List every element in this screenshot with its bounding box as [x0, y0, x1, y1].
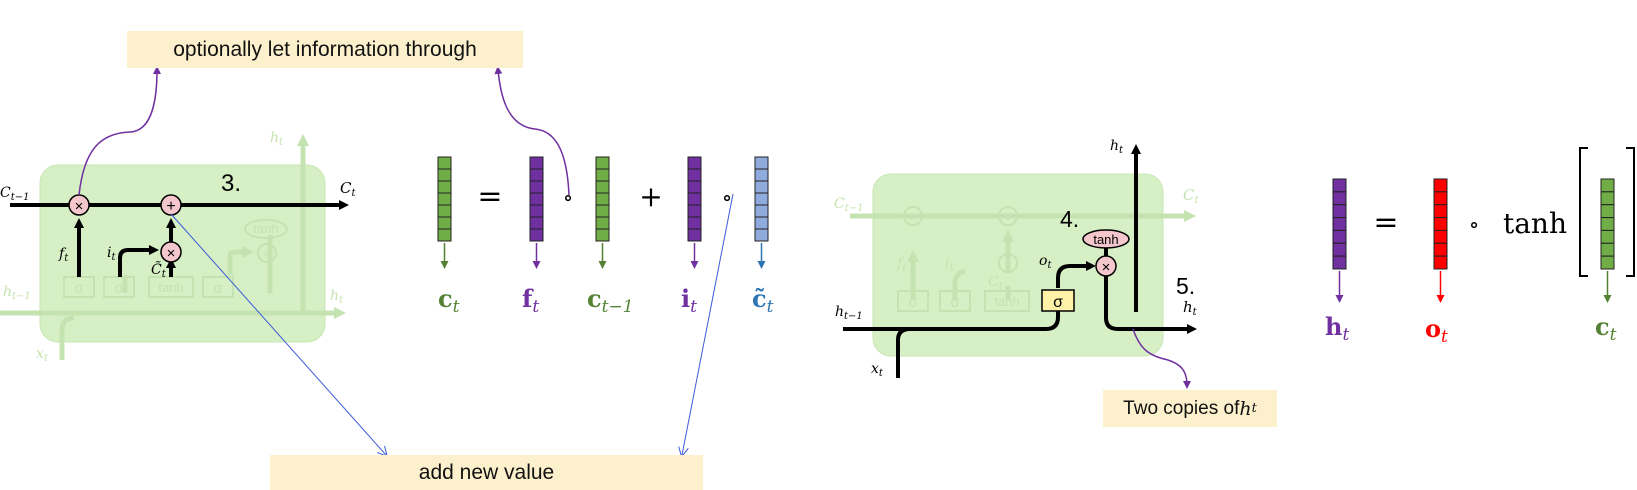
svg-text:×: × — [909, 210, 917, 225]
step-4-label: 4. — [1060, 206, 1079, 232]
cell-1-c-out-label: Ct — [340, 179, 356, 199]
cell-1-input-arrow — [118, 245, 159, 277]
cell-2-o-label: ot — [1039, 253, 1052, 271]
svg-text:=: = — [1373, 205, 1398, 240]
step-3-label: 3. — [221, 170, 241, 197]
svg-text:σ: σ — [1053, 294, 1063, 311]
cell-2-x-in-label: xt — [871, 361, 884, 379]
svg-text:tanh: tanh — [1093, 232, 1118, 247]
callout-add-new-value: add new value — [270, 455, 703, 490]
svg-text:=: = — [477, 179, 502, 214]
cell-2-tanh-node: tanh — [1082, 229, 1130, 249]
cell-1-multiply-input: × — [160, 241, 182, 263]
svg-text:×: × — [167, 245, 176, 262]
eq2-h-t-label: ht — [1325, 312, 1349, 345]
lstm-cell-1: σ σ tanh σ tanh × ht ht ht−1 xt × + × — [0, 130, 356, 364]
svg-text:ft: ft — [896, 256, 907, 274]
equation-cell-update: = ∘ + ∘ ct ft ct−1 it c̃t — [437, 156, 774, 317]
svg-text:Ct: Ct — [988, 274, 1004, 292]
let-through-connector-2 — [494, 66, 570, 196]
svg-text:ht: ht — [270, 130, 284, 148]
cell-2-h-top-label: ht — [1110, 138, 1124, 156]
svg-text:ht: ht — [330, 288, 344, 306]
svg-text:σ: σ — [213, 280, 223, 297]
callout-two-copies-sub: t — [1251, 401, 1257, 416]
eq2-c-t-label: ct — [1595, 312, 1617, 345]
eq1-c-prev-label: ct−1 — [587, 284, 634, 317]
eq1-f-t-label: ft — [522, 284, 539, 317]
svg-text:∘: ∘ — [1469, 213, 1480, 238]
svg-text:tanh: tanh — [253, 221, 278, 236]
cell-2-h-in-line — [843, 306, 1060, 331]
vector-h-t — [1332, 178, 1347, 303]
vector-o-t — [1433, 178, 1448, 303]
step-5-label: 5. — [1176, 273, 1195, 299]
svg-text:tanh: tanh — [1503, 207, 1567, 240]
equation-hidden-state: = ∘ tanh ht ot ct — [1325, 147, 1635, 347]
cell-2-h-out-line — [1104, 276, 1197, 334]
svg-text:+: + — [166, 198, 175, 215]
cell-1-ctilde-label: C̃t — [151, 260, 167, 280]
svg-text:∘: ∘ — [722, 186, 733, 211]
cell-1-f-label: ft — [58, 246, 69, 264]
cell-2-output-gate-arrow — [1056, 261, 1096, 288]
svg-text:×: × — [1004, 257, 1012, 272]
cell-1-multiply-forget: × — [68, 194, 90, 216]
eq2-o-t-label: ot — [1425, 314, 1448, 347]
svg-text:it: it — [945, 256, 954, 274]
svg-text:σ: σ — [74, 280, 84, 297]
svg-text:Ct: Ct — [1183, 186, 1199, 206]
svg-text:ht−1: ht−1 — [3, 284, 31, 302]
let-through-connector-1 — [78, 66, 161, 196]
vector-f-t — [529, 156, 544, 269]
lstm-cell-2: × + × σ σ tanh Ct−1 Ct ft it Ct σ tanh × — [834, 138, 1199, 379]
vector-i-t — [687, 156, 702, 269]
cell-1-c-prev-label: Ct−1 — [0, 185, 29, 203]
svg-text:σ: σ — [950, 294, 960, 311]
vector-c-tilde-t — [754, 156, 769, 269]
svg-text:×: × — [263, 246, 271, 261]
svg-text:×: × — [1102, 259, 1111, 276]
add-new-connector-2 — [682, 193, 734, 455]
svg-text:σ: σ — [114, 280, 124, 297]
callout-add-new-value-text: add new value — [418, 460, 555, 484]
add-new-connector-1 — [170, 213, 386, 455]
svg-text:∘: ∘ — [563, 186, 574, 211]
cell-1-add-node: + — [160, 194, 182, 216]
vector-c-t-2 — [1600, 178, 1615, 303]
svg-text:σ: σ — [908, 294, 918, 311]
callout-two-copies-var: h — [1239, 397, 1252, 420]
eq1-ctilde-t-label: c̃t — [752, 284, 774, 317]
cell-2-sigma-gate: σ — [1041, 289, 1075, 312]
svg-text:Ct−1: Ct−1 — [834, 196, 863, 214]
svg-text:+: + — [639, 180, 662, 213]
eq1-i-t-label: it — [681, 284, 697, 317]
svg-text:tanh: tanh — [994, 294, 1019, 309]
two-copies-connector — [1132, 328, 1191, 389]
tanh-bracket-right — [1626, 147, 1635, 277]
cell-2-multiply-node: × — [1095, 255, 1117, 277]
svg-text:tanh: tanh — [158, 280, 183, 295]
vector-c-prev — [595, 156, 610, 269]
tanh-bracket-left — [1579, 147, 1588, 277]
vector-c-t — [437, 156, 452, 269]
cell-2-h-out-label: ht — [1183, 298, 1198, 318]
svg-text:xt: xt — [36, 346, 49, 364]
svg-text:+: + — [1004, 209, 1013, 226]
callout-let-information-through-text: optionally let information through — [173, 37, 477, 61]
callout-let-information-through: optionally let information through — [127, 31, 523, 68]
eq1-c-t-label: ct — [438, 284, 460, 317]
cell-2-x-in-line — [896, 327, 911, 378]
cell-2-h-in-label: ht−1 — [835, 304, 863, 322]
callout-two-copies-text: Two copies of — [1123, 397, 1240, 419]
svg-text:×: × — [75, 198, 84, 215]
cell-1-i-label: it — [107, 245, 116, 263]
